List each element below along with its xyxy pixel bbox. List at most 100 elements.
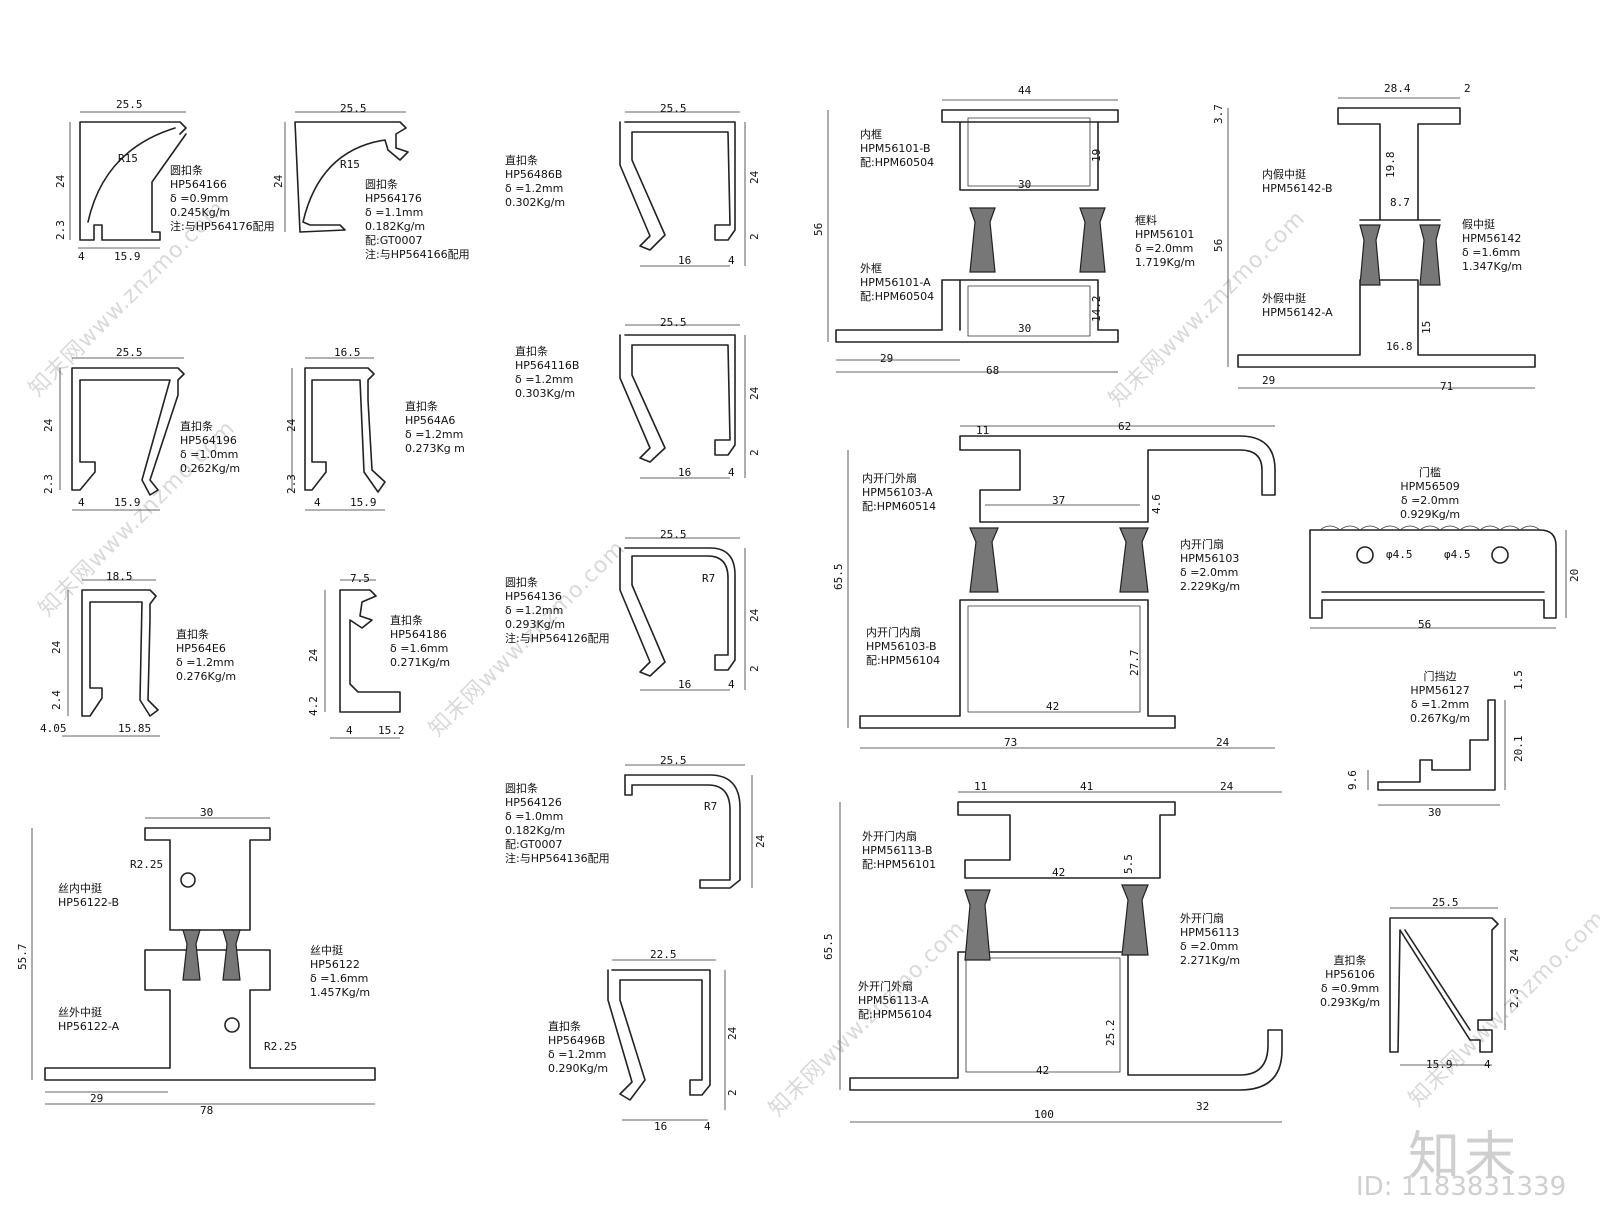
dim-text: 15.9 xyxy=(1426,1058,1453,1071)
profile-p10 xyxy=(624,764,753,889)
dim-text: 11 xyxy=(974,780,988,793)
dim-text: 55.7 xyxy=(16,943,29,971)
dim-text: 16.8 xyxy=(1386,340,1413,353)
dim-text: 4.05 xyxy=(40,722,67,735)
dim-text: 2.3 xyxy=(1508,988,1521,1008)
dim-text: 15.85 xyxy=(118,722,152,735)
dim-text: 56 xyxy=(812,222,825,236)
profile-d1 xyxy=(847,425,1276,749)
profile-p9 xyxy=(619,537,746,691)
dim-text: 3.7 xyxy=(1212,104,1225,124)
profile-p4 xyxy=(59,357,185,511)
dim-text: 4 xyxy=(728,466,735,479)
dim-text: 29 xyxy=(880,352,894,365)
dim-text: 4 xyxy=(728,678,735,691)
dim-text: 1.5 xyxy=(1512,670,1525,690)
dim-text: 24 xyxy=(748,170,761,184)
dim-text: 78 xyxy=(200,1104,214,1117)
dim-text: 19.8 xyxy=(1384,151,1397,179)
dim-text: 5.5 xyxy=(1122,854,1135,874)
dim-text: 18.5 xyxy=(106,570,133,583)
dim-text: 24 xyxy=(754,834,767,848)
dim-text: 25.5 xyxy=(660,528,687,541)
dim-text: 24 xyxy=(748,386,761,400)
dim-text: R2.25 xyxy=(264,1040,298,1053)
dim-text: 15 xyxy=(1420,320,1433,334)
dim-text: φ4.5 xyxy=(1386,548,1413,561)
dim-text: 24 xyxy=(1220,780,1234,793)
dim-text: 41 xyxy=(1080,780,1094,793)
dim-text: R7 xyxy=(702,572,716,585)
dim-text: 2 xyxy=(748,449,761,456)
dim-text: 16 xyxy=(678,466,692,479)
dim-text: 2 xyxy=(748,665,761,672)
profile-f2 xyxy=(1227,97,1536,389)
dim-text: 42 xyxy=(1052,866,1066,879)
dim-text: 100 xyxy=(1034,1108,1054,1121)
dim-text: 24 xyxy=(726,1026,739,1040)
profile-p1 xyxy=(69,111,187,249)
profile-p11 xyxy=(607,959,726,1121)
dim-text: 4 xyxy=(78,250,85,263)
dim-text: 24 xyxy=(748,608,761,622)
dim-text: 25.2 xyxy=(1104,1019,1117,1047)
dim-text: 2.4 xyxy=(50,690,63,710)
dim-text: 56 xyxy=(1212,238,1225,252)
profile-f1 xyxy=(827,99,1119,373)
dim-text: R15 xyxy=(340,158,360,171)
dim-text: 25.5 xyxy=(116,98,143,111)
id-tag: ID: 1183831339 xyxy=(1356,1172,1567,1202)
dim-text: 20 xyxy=(1568,568,1581,582)
dim-text: 4.6 xyxy=(1150,494,1163,514)
dim-text: 30 xyxy=(1428,806,1442,819)
dim-text: 4 xyxy=(78,496,85,509)
dim-text: 24 xyxy=(54,174,67,188)
dim-text: 11 xyxy=(976,424,990,437)
dim-text: φ4.5 xyxy=(1444,548,1471,561)
profile-p5 xyxy=(291,357,386,511)
dim-text: 2 xyxy=(1464,82,1471,95)
dim-text: 42 xyxy=(1046,700,1060,713)
dim-text: 30 xyxy=(1018,178,1032,191)
dim-text: 56 xyxy=(1418,618,1432,631)
dim-text: 24 xyxy=(272,174,285,188)
profile-p12 xyxy=(31,817,376,1105)
dim-text: 25.5 xyxy=(340,102,367,115)
dim-text: 27.7 xyxy=(1128,649,1141,677)
dim-text: 4 xyxy=(704,1120,711,1133)
dim-text: 71 xyxy=(1440,380,1454,393)
profile-s2 xyxy=(1367,699,1506,806)
dim-text: 19 xyxy=(1090,148,1103,162)
dim-text: 24 xyxy=(1216,736,1230,749)
dim-text: 15.2 xyxy=(378,724,405,737)
dim-text: 25.5 xyxy=(116,346,143,359)
dim-text: 65.5 xyxy=(822,933,835,961)
dim-text: 44 xyxy=(1018,84,1032,97)
dim-text: 4.2 xyxy=(307,696,320,716)
dim-text: 2.3 xyxy=(54,220,67,240)
dim-text: 25.5 xyxy=(660,102,687,115)
dim-text: 24 xyxy=(285,418,298,432)
dim-text: 2 xyxy=(748,233,761,240)
dim-text: 24 xyxy=(50,640,63,654)
dim-text: 65.5 xyxy=(832,563,845,591)
